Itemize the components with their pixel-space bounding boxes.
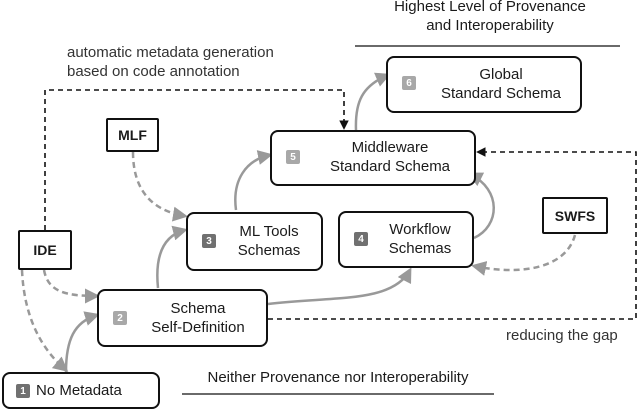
level-6-global-standard-schema: 6 Global Standard Schema xyxy=(386,56,582,113)
top-title-line1: Highest Level of Provenance xyxy=(394,0,586,15)
arrow-2-to-3 xyxy=(156,225,188,289)
arrow-ide-to-1 xyxy=(20,269,69,372)
arrow-2-to-4 xyxy=(267,267,412,306)
level-1-line1: No Metadata xyxy=(36,382,122,399)
arrow-ide-to-2 xyxy=(42,269,100,304)
mlf-box: MLF xyxy=(106,118,159,152)
level-4-line1: Workflow xyxy=(389,221,451,238)
level-2-schema-self-definition: 2 Schema Self-Definition xyxy=(97,289,268,347)
level-3-ml-tools-schemas: 3 ML Tools Schemas xyxy=(186,212,323,271)
level-5-badge: 5 xyxy=(286,150,300,164)
level-3-badge: 3 xyxy=(202,234,216,248)
auto-metadata-line1: automatic metadata generation xyxy=(67,44,274,61)
level-6-line2: Standard Schema xyxy=(440,85,562,102)
level-3-line1: ML Tools xyxy=(239,223,299,240)
level-2-badge: 2 xyxy=(113,311,127,325)
level-2-line2: Self-Definition xyxy=(151,319,245,336)
level-4-workflow-schemas: 4 Workflow Schemas xyxy=(338,211,474,268)
level-1-badge: 1 xyxy=(16,384,30,398)
level-3-line2: Schemas xyxy=(237,242,301,259)
ide-box: IDE xyxy=(18,230,72,270)
connector-reducing-gap xyxy=(268,147,637,320)
arrow-5-to-6 xyxy=(354,72,391,131)
level-2-line1: Schema xyxy=(170,300,226,317)
level-5-middleware-standard-schema: 5 Middleware Standard Schema xyxy=(270,130,476,186)
level-1-no-metadata: 1 No Metadata xyxy=(2,372,160,409)
swfs-box: SWFS xyxy=(542,197,608,234)
arrow-3-to-5 xyxy=(234,150,273,211)
level-6-line1: Global xyxy=(479,66,523,83)
level-4-line2: Schemas xyxy=(388,240,452,257)
reducing-gap-label: reducing the gap xyxy=(506,327,618,344)
arrow-1-to-2 xyxy=(64,311,100,373)
arrow-mlf-to-3 xyxy=(131,151,188,222)
top-title-line2: and Interoperability xyxy=(426,17,554,34)
level-5-line2: Standard Schema xyxy=(329,158,451,175)
arrow-4-to-5 xyxy=(467,172,495,240)
connector-auto-metadata xyxy=(44,89,349,230)
level-5-line1: Middleware xyxy=(351,139,429,156)
bottom-title: Neither Provenance nor Interoperability xyxy=(207,369,469,386)
level-4-badge: 4 xyxy=(354,232,368,246)
arrow-swfs-to-4 xyxy=(471,234,577,276)
level-6-badge: 6 xyxy=(402,76,416,90)
auto-metadata-line2: based on code annotation xyxy=(67,63,240,80)
